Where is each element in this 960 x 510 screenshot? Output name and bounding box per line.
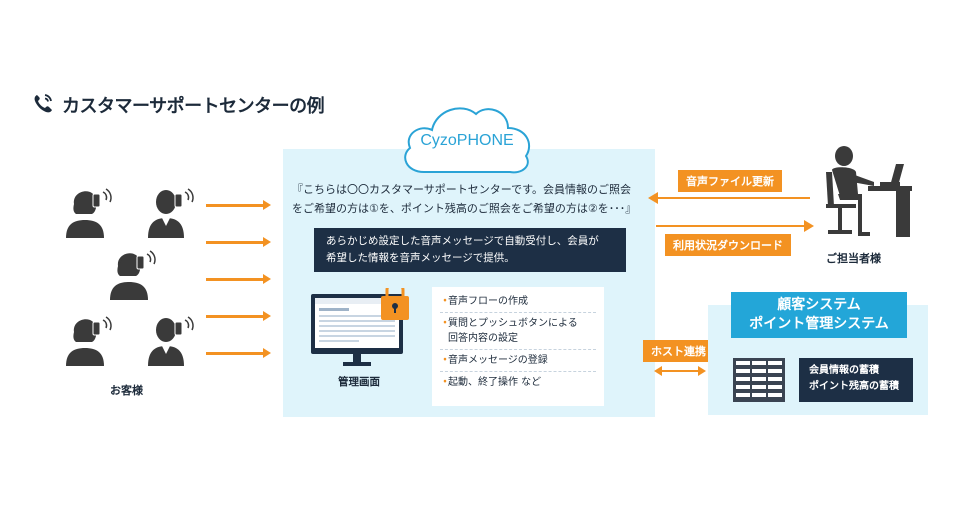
bullet-icon: ・ bbox=[440, 377, 450, 388]
system-storage-box: 会員情報の蓄積 ポイント残高の蓄積 bbox=[799, 358, 913, 402]
customers-label: お客様 bbox=[110, 384, 143, 397]
call-arrow bbox=[206, 348, 271, 358]
feature-item: ・ 質問とプッシュボタンによる 回答内容の設定 bbox=[440, 313, 596, 350]
bullet-icon: ・ bbox=[440, 355, 450, 366]
feature-item: ・ 音声メッセージの登録 bbox=[440, 350, 596, 372]
admin-monitor-icon bbox=[311, 288, 409, 366]
feature-item: ・ 音声フローの作成 bbox=[440, 291, 596, 313]
customer-man-icon bbox=[148, 316, 194, 366]
customer-woman-icon bbox=[110, 250, 156, 300]
cloud-label: CyzoPHONE bbox=[420, 132, 514, 149]
title-text: カスタマーサポートセンターの例 bbox=[62, 96, 325, 117]
greeting-line: をご希望の方は①を、ポイント残高のご照会をご希望の方は②を･･･』 bbox=[292, 202, 637, 215]
call-arrow bbox=[206, 237, 271, 247]
auto-reception-box: あらかじめ設定した音声メッセージで自動受付し、会員が 希望した情報を音声メッセー… bbox=[314, 228, 626, 272]
phone-icon bbox=[32, 92, 54, 118]
audio-update-arrow bbox=[648, 192, 810, 204]
customer-woman-icon bbox=[66, 316, 112, 366]
bullet-icon: ・ bbox=[440, 318, 450, 329]
audio-update-tag: 音声ファイル更新 bbox=[678, 170, 782, 192]
admin-screen-label: 管理画面 bbox=[338, 376, 380, 388]
staff-at-desk-icon bbox=[826, 146, 912, 237]
auto-reception-line: あらかじめ設定した音声メッセージで自動受付し、会員が bbox=[326, 235, 599, 247]
usage-download-arrow bbox=[656, 220, 814, 232]
call-arrow bbox=[206, 311, 271, 321]
call-arrow bbox=[206, 200, 271, 210]
diagram-title: カスタマーサポートセンターの例 bbox=[32, 92, 325, 118]
host-link-tag: ホスト連携 bbox=[643, 340, 714, 362]
database-grid-icon bbox=[733, 358, 785, 402]
auto-reception-line: 希望した情報を音声メッセージで提供。 bbox=[326, 252, 515, 264]
voice-greeting: 『こちらは〇〇カスタマーサポートセンターです。会員情報のご照会 をご希望の方は①… bbox=[292, 180, 652, 218]
customer-woman-icon bbox=[66, 188, 112, 238]
feature-item: ・ 起動、終了操作 など bbox=[440, 377, 542, 388]
greeting-line: 『こちらは〇〇カスタマーサポートセンターです。会員情報のご照会 bbox=[292, 183, 632, 196]
bullet-icon: ・ bbox=[440, 296, 450, 307]
staff-label: ご担当者様 bbox=[826, 252, 881, 265]
bidirectional-arrow-icon bbox=[654, 366, 706, 376]
customer-man-icon bbox=[148, 188, 194, 238]
usage-download-tag: 利用状況ダウンロード bbox=[665, 234, 791, 256]
customer-system-title: 顧客システム ポイント管理システム bbox=[731, 292, 907, 338]
feature-list: ・ 音声フローの作成 ・ 質問とプッシュボタンによる 回答内容の設定 ・ 音声メ… bbox=[432, 287, 604, 406]
cloud-icon bbox=[404, 107, 531, 174]
call-arrow bbox=[206, 274, 271, 284]
